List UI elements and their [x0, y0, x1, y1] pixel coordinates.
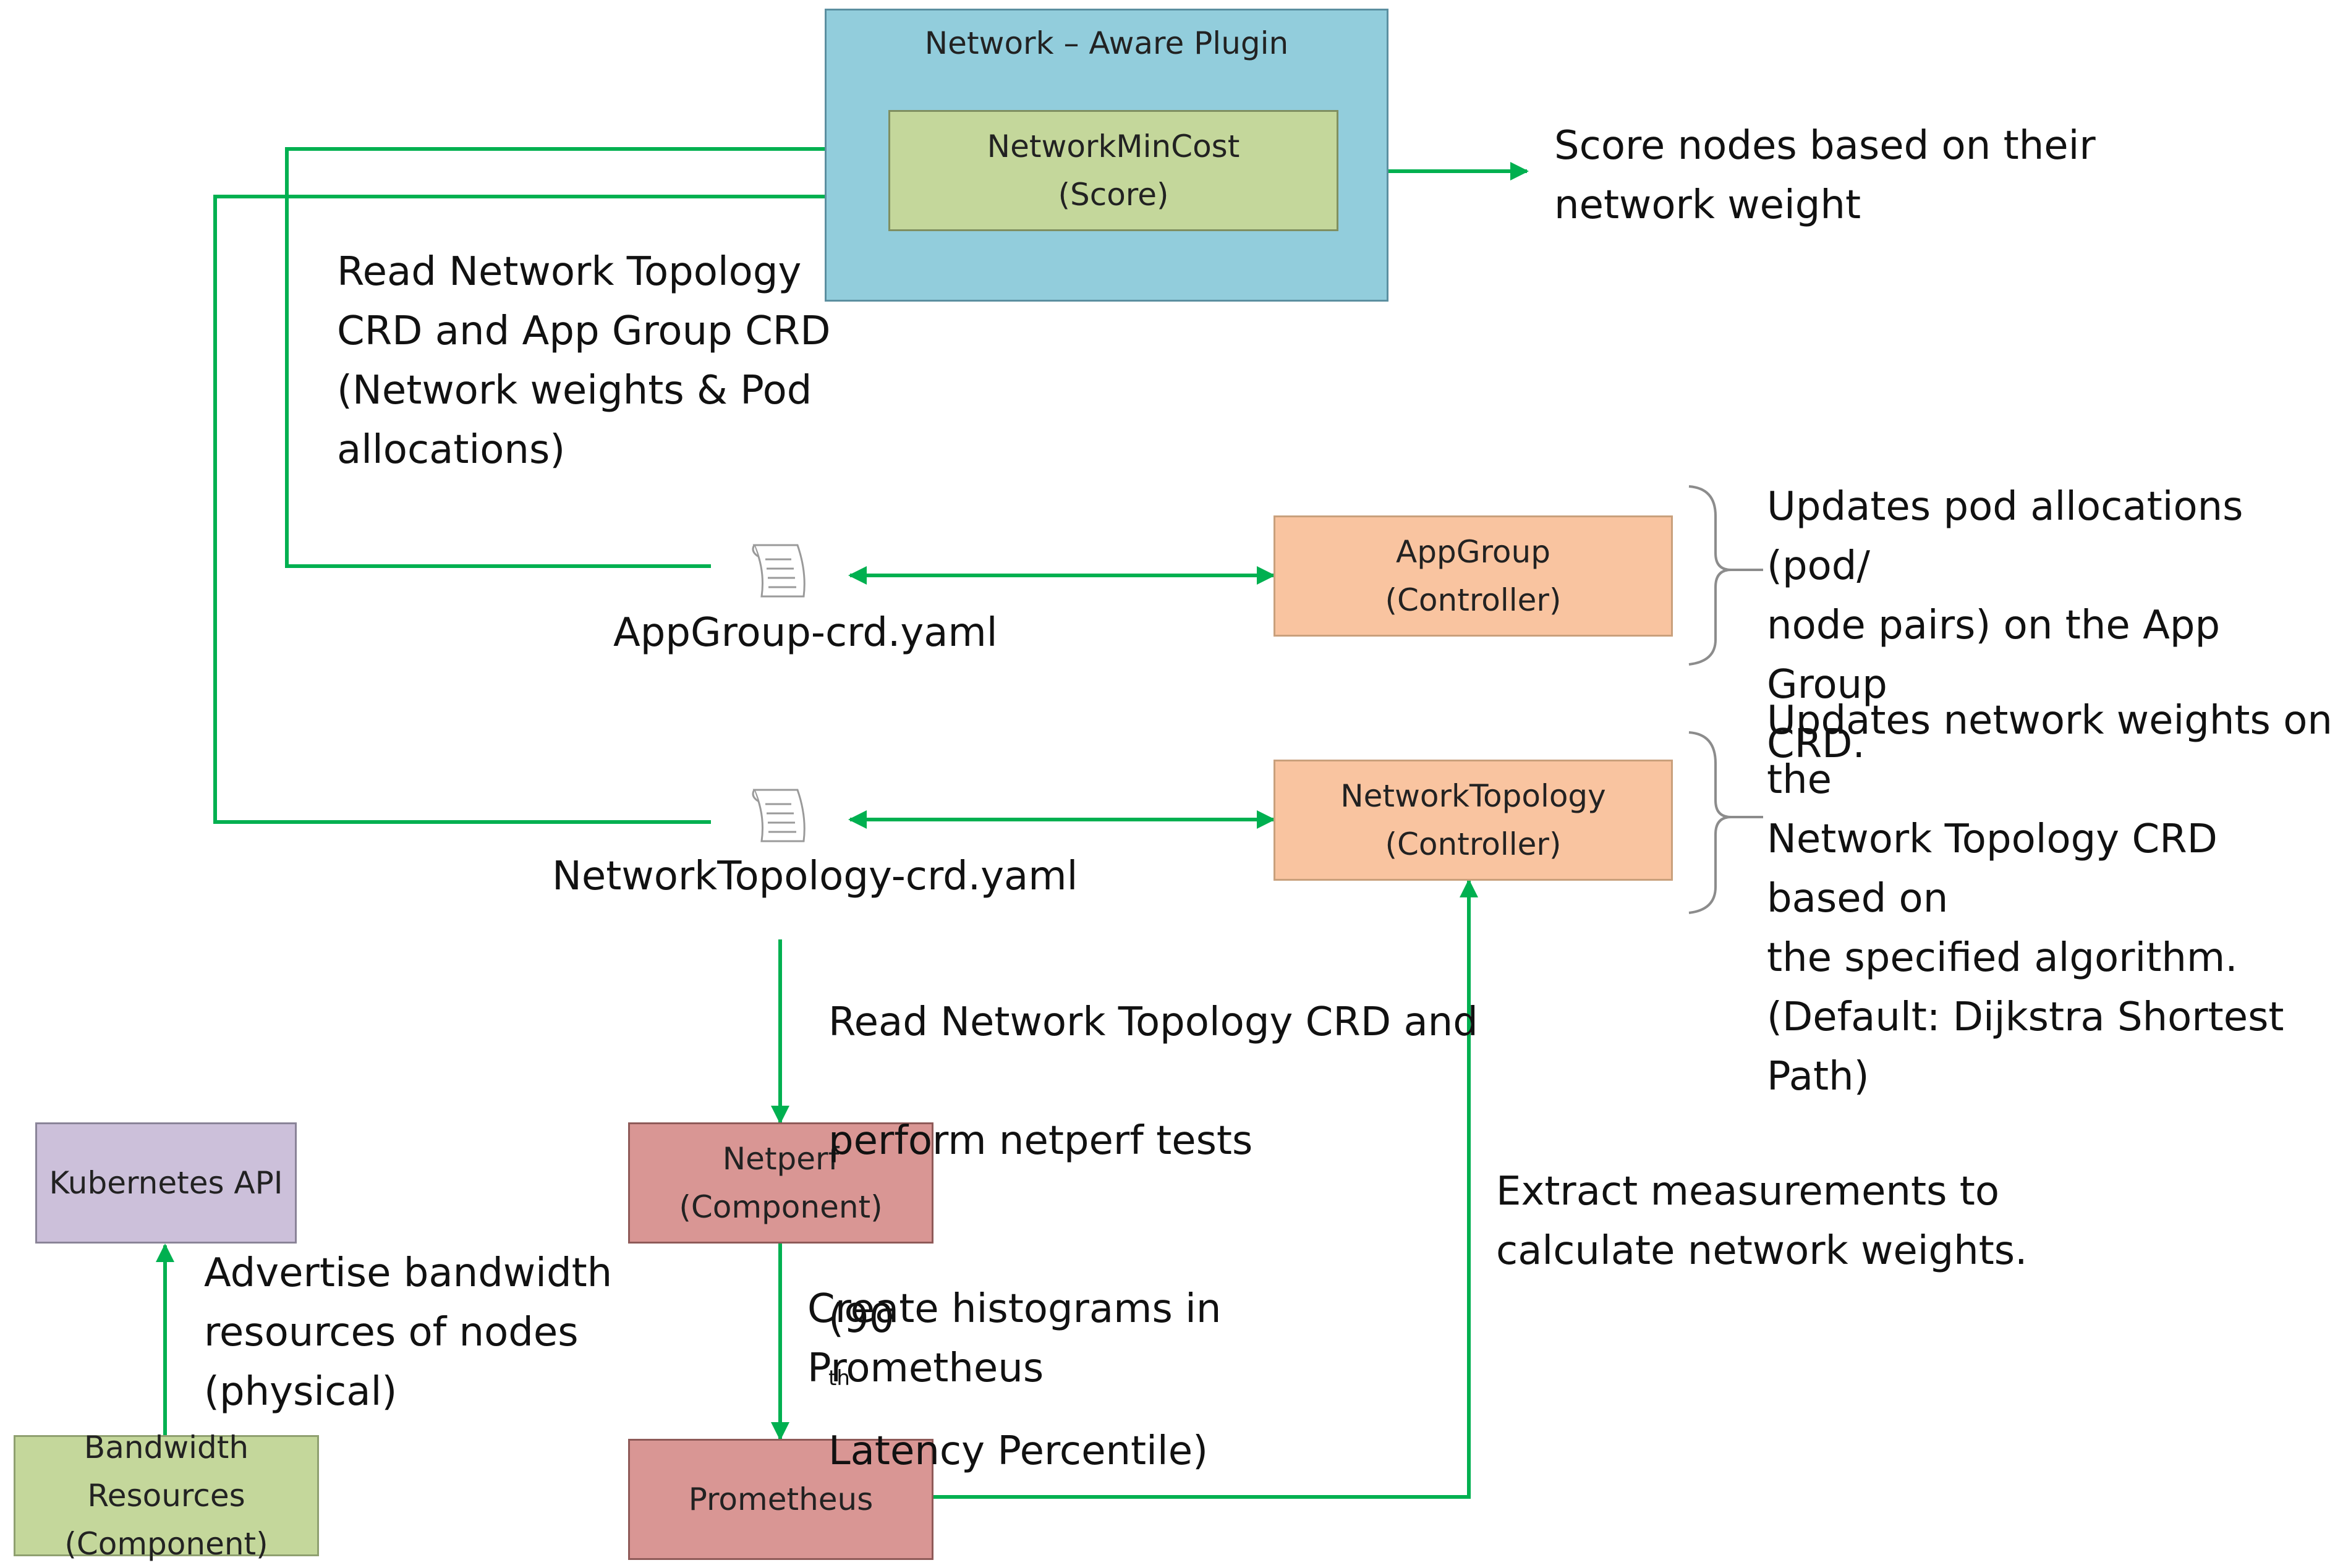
read-crds-annotation: Read Network Topology CRD and App Group …	[337, 249, 831, 473]
networktopology-controller-box: NetworkTopology (Controller)	[1274, 760, 1673, 881]
kubernetes-api-label: Kubernetes API	[49, 1165, 283, 1201]
kubernetes-api-box: Kubernetes API	[35, 1122, 297, 1244]
extract-measurements-annotation: Extract measurements to calculate networ…	[1496, 1169, 2028, 1274]
read-perform-line-2: perform netperf tests	[828, 1118, 1253, 1164]
appgroup-controller-box: AppGroup (Controller)	[1274, 515, 1673, 637]
network-min-cost-box: NetworkMinCost (Score)	[888, 110, 1338, 231]
brace-topology	[1688, 731, 1732, 914]
read-perform-annotation: Read Network Topology CRD and perform ne…	[828, 933, 1478, 1540]
networktopology-controller-label: NetworkTopology	[1340, 778, 1606, 814]
read-perform-line-3-superscript: th	[828, 1366, 850, 1391]
appgroup-controller-role: (Controller)	[1385, 582, 1562, 618]
document-scroll-icon	[752, 789, 806, 842]
appgroup-crd-filename: AppGroup-crd.yaml	[613, 610, 998, 656]
arrow-appgroup-crd-to-score	[285, 140, 892, 568]
plugin-title: Network – Aware Plugin	[924, 25, 1289, 61]
appgroup-controller-label: AppGroup	[1396, 534, 1550, 570]
netperf-label: Netperf	[722, 1141, 840, 1177]
prometheus-label: Prometheus	[688, 1481, 874, 1517]
read-perform-line-3: (90 th Latency Percentile)	[828, 1230, 1478, 1481]
networktopology-crd-filename: NetworkTopology-crd.yaml	[552, 854, 1078, 899]
arrow-topology-crd-to-score	[213, 187, 892, 824]
updates-pod-allocations-annotation: Updates pod allocations (pod/ node pairs…	[1767, 484, 2243, 767]
brace-appgroup	[1688, 485, 1732, 666]
document-scroll-icon	[752, 544, 806, 598]
bandwidth-resources-role: (Component)	[64, 1526, 268, 1562]
advertise-bandwidth-annotation: Advertise bandwidth resources of nodes (…	[204, 1250, 613, 1415]
updates-network-weights-annotation: Updates network weights on the Network T…	[1767, 698, 2332, 1100]
score-nodes-annotation: Score nodes based on their network weigh…	[1554, 123, 2096, 228]
network-min-cost-label: NetworkMinCost	[987, 129, 1240, 164]
bandwidth-resources-box: Bandwidth Resources (Component)	[14, 1430, 319, 1562]
netperf-box: Netperf (Component)	[628, 1122, 933, 1244]
read-perform-line-1: Read Network Topology CRD and	[828, 999, 1478, 1045]
networktopology-controller-role: (Controller)	[1385, 826, 1562, 862]
prometheus-box: Prometheus	[628, 1439, 933, 1560]
arrow-prometheus-to-topology-controller	[932, 879, 1478, 1499]
network-min-cost-role: (Score)	[1058, 177, 1169, 213]
bandwidth-resources-label: Bandwidth Resources	[83, 1430, 249, 1514]
read-perform-line-3-number: (90	[828, 1296, 895, 1342]
read-perform-line-3-text: Latency Percentile)	[828, 1428, 1209, 1474]
create-histograms-annotation: Create histograms in Prometheus	[807, 1286, 1222, 1391]
netperf-role: (Component)	[679, 1189, 883, 1225]
